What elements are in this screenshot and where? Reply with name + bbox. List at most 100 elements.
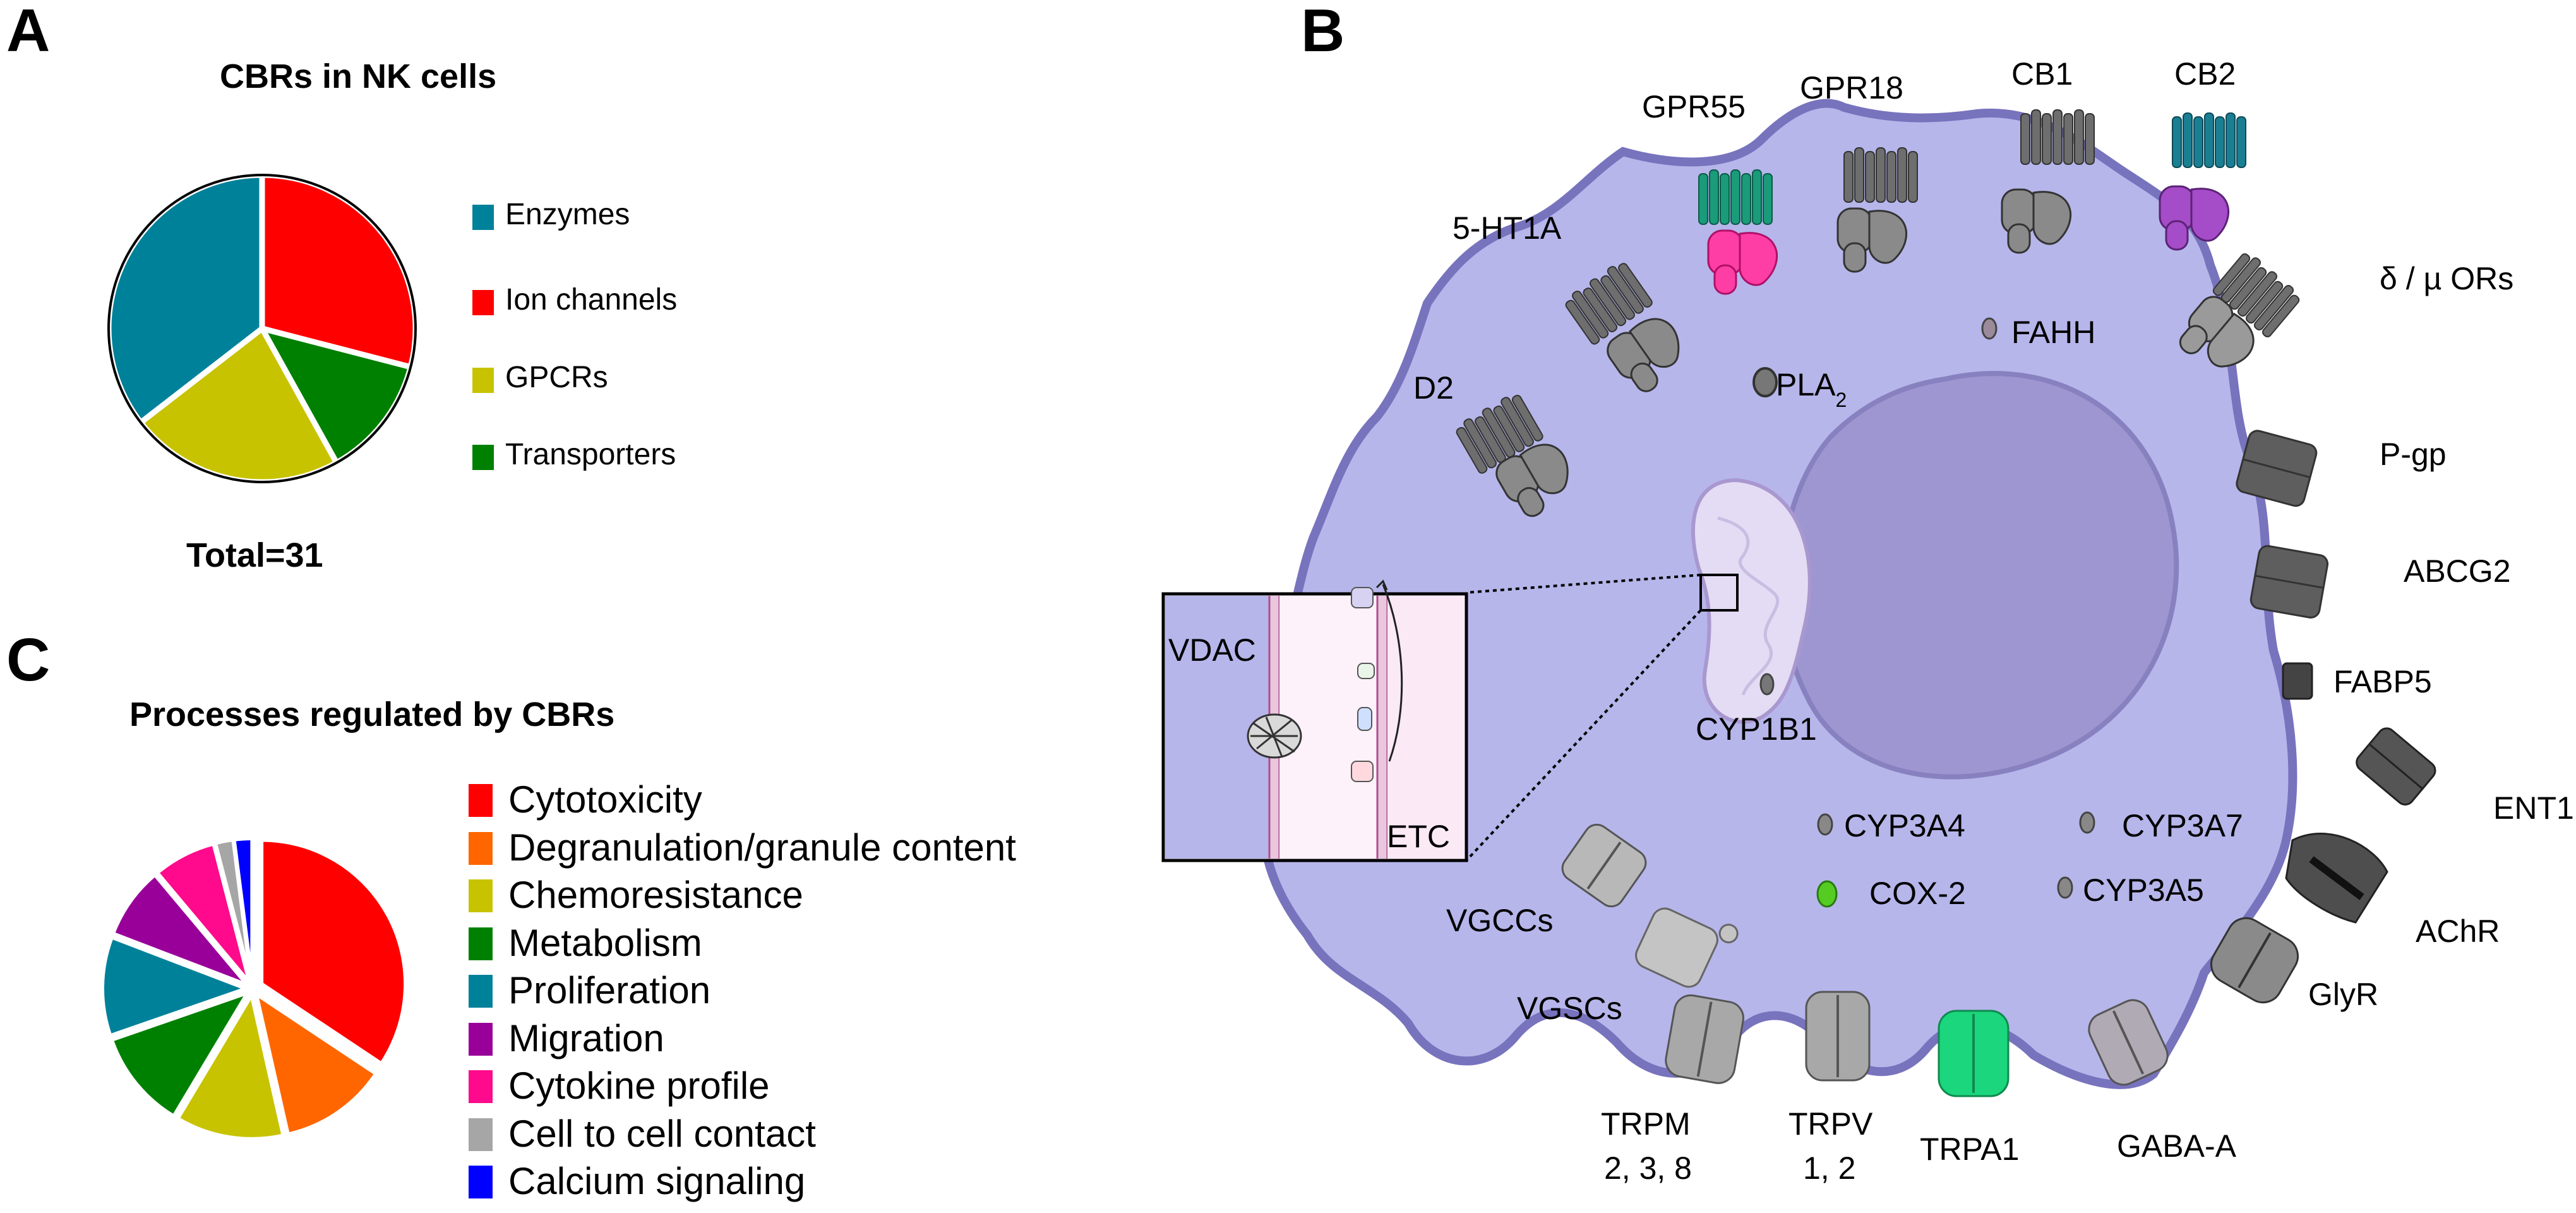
trpv-channel-icon	[1805, 991, 1871, 1082]
label-opioid: δ / µ ORs	[2380, 261, 2514, 296]
legend-c-label-degranulation-granule-content: Degranulation/granule content	[508, 826, 1016, 869]
legend-c-swatch-cytotoxicity	[469, 784, 493, 817]
panel-letter-b: B	[1301, 0, 1345, 64]
trpa1-channel-icon	[1938, 1010, 2010, 1097]
label-glyr: GlyR	[2308, 977, 2379, 1012]
legend-c-swatch-cell-to-cell-contact	[469, 1118, 493, 1151]
legend-c-swatch-calcium-signaling	[469, 1166, 493, 1198]
label-pla2-sub: 2	[1835, 389, 1847, 411]
legend-c-label-cytotoxicity: Cytotoxicity	[508, 778, 702, 821]
chart-c-title: Processes regulated by CBRs	[129, 696, 615, 733]
label-vgccs: VGCCs	[1446, 903, 1554, 938]
cb2-receptor-icon	[2159, 112, 2246, 251]
label-cb1: CB1	[2011, 56, 2073, 92]
legend-c-label-cell-to-cell-contact: Cell to cell contact	[508, 1112, 816, 1155]
ent1-transporter-icon	[2356, 727, 2436, 806]
fahh-icon	[1981, 317, 1998, 340]
label-gaba-a: GABA-A	[2117, 1128, 2236, 1164]
label-achr: AChR	[2416, 914, 2500, 949]
legend-c-label-chemoresistance: Chemoresistance	[508, 874, 803, 916]
pla2-icon	[1752, 367, 1778, 397]
label-cb2: CB2	[2174, 56, 2236, 92]
label-trpv-2: 1, 2	[1803, 1150, 1856, 1186]
trpm-channel-icon	[1665, 994, 1744, 1084]
zoom-box	[1699, 574, 1739, 612]
pgp-transporter-icon	[2234, 428, 2320, 509]
fabp5-icon	[2282, 662, 2313, 700]
legend-c-label-cytokine-profile: Cytokine profile	[508, 1065, 770, 1107]
legend-a-swatch-ion-channels	[472, 290, 494, 315]
label-gpr18: GPR18	[1800, 70, 1903, 106]
vgsc-channel-icon	[1635, 907, 1739, 988]
label-pla2-main: PLA	[1776, 367, 1836, 402]
cyp3a5-icon	[2057, 876, 2073, 899]
legend-a-swatch-transporters	[472, 445, 494, 470]
nucleus	[1778, 371, 2179, 780]
pie-a-outline	[107, 174, 417, 483]
chart-a-total: Total=31	[186, 536, 323, 574]
label-pla2: PLA2	[1776, 366, 1847, 411]
legend-c-swatch-proliferation	[469, 975, 493, 1008]
mitochondrion	[1691, 478, 1812, 724]
vdac-barrel-icon	[1247, 713, 1302, 759]
pie-c-slice-proliferation	[100, 934, 252, 1039]
label-fabp5: FABP5	[2333, 664, 2432, 699]
pie-c-slice-degranulation-granule-content	[253, 989, 379, 1137]
legend-a-label-transporters: Transporters	[505, 438, 676, 471]
chart-a-title: CBRs in NK cells	[220, 57, 497, 95]
label-trpa1: TRPA1	[1920, 1132, 2020, 1167]
label-cyp1b1: CYP1B1	[1696, 711, 1817, 747]
pie-c-slice-migration	[110, 872, 254, 990]
label-5ht1a: 5-HT1A	[1453, 210, 1562, 246]
label-ent1: ENT1	[2493, 790, 2574, 826]
pie-c-slice-cytotoxicity	[260, 838, 408, 1066]
label-d2: D2	[1413, 370, 1454, 406]
label-cox2: COX-2	[1869, 876, 1966, 911]
panel-letter-c: C	[6, 626, 51, 694]
pie-c-slice-metabolism	[109, 989, 253, 1119]
vgcc-channel-icon	[1561, 823, 1647, 908]
legend-a-swatch-gpcrs	[472, 368, 494, 393]
label-trpv-1: TRPV	[1788, 1106, 1873, 1142]
label-trpm-2: 2, 3, 8	[1604, 1150, 1692, 1186]
pie-c-slice-calcium-signaling	[232, 836, 255, 983]
label-vgscs: VGSCs	[1517, 991, 1622, 1026]
gaba-a-channel-icon	[2088, 999, 2169, 1086]
label-pgp: P-gp	[2380, 437, 2447, 472]
legend-a-label-gpcrs: GPCRs	[505, 361, 608, 394]
label-gpr55: GPR55	[1642, 89, 1746, 124]
glyr-channel-icon	[2210, 917, 2299, 1004]
legend-c-swatch-migration	[469, 1022, 493, 1056]
etc-complexes-icon	[1351, 579, 1403, 782]
pie-c-slice-cytokine-profile	[154, 841, 252, 985]
legend-c-label-metabolism: Metabolism	[508, 921, 702, 964]
label-cyp3a5: CYP3A5	[2083, 872, 2204, 908]
cox2-icon	[1816, 880, 1838, 908]
legend-c-label-calcium-signaling: Calcium signaling	[508, 1160, 806, 1202]
legend-c-swatch-degranulation-granule-content	[469, 831, 493, 865]
pie-c-slice-chemoresistance	[175, 989, 286, 1141]
cyp3a7-icon	[2079, 811, 2095, 834]
label-vdac: VDAC	[1168, 632, 1256, 668]
legend-c-swatch-metabolism	[469, 927, 493, 960]
achr-channel-icon	[2285, 833, 2388, 924]
legend-c-swatch-chemoresistance	[469, 879, 493, 912]
label-abcg2: ABCG2	[2404, 553, 2511, 589]
cyp3a4-icon	[1817, 813, 1833, 836]
label-etc: ETC	[1387, 819, 1450, 854]
legend-a-label-ion-channels: Ion channels	[505, 283, 678, 317]
legend-c-label-migration: Migration	[508, 1017, 664, 1059]
panel-letter-a: A	[6, 0, 51, 64]
label-fahh: FAHH	[2011, 315, 2096, 350]
label-cyp3a7: CYP3A7	[2122, 808, 2243, 843]
label-trpm-1: TRPM	[1601, 1106, 1691, 1142]
legend-c-swatch-cytokine-profile	[469, 1070, 493, 1103]
abcg2-transporter-icon	[2248, 543, 2330, 620]
legend-a-label-enzymes: Enzymes	[505, 198, 630, 231]
mitochondria-inset	[1161, 579, 1468, 862]
label-cyp3a4: CYP3A4	[1844, 808, 1965, 843]
legend-c-label-proliferation: Proliferation	[508, 969, 711, 1011]
